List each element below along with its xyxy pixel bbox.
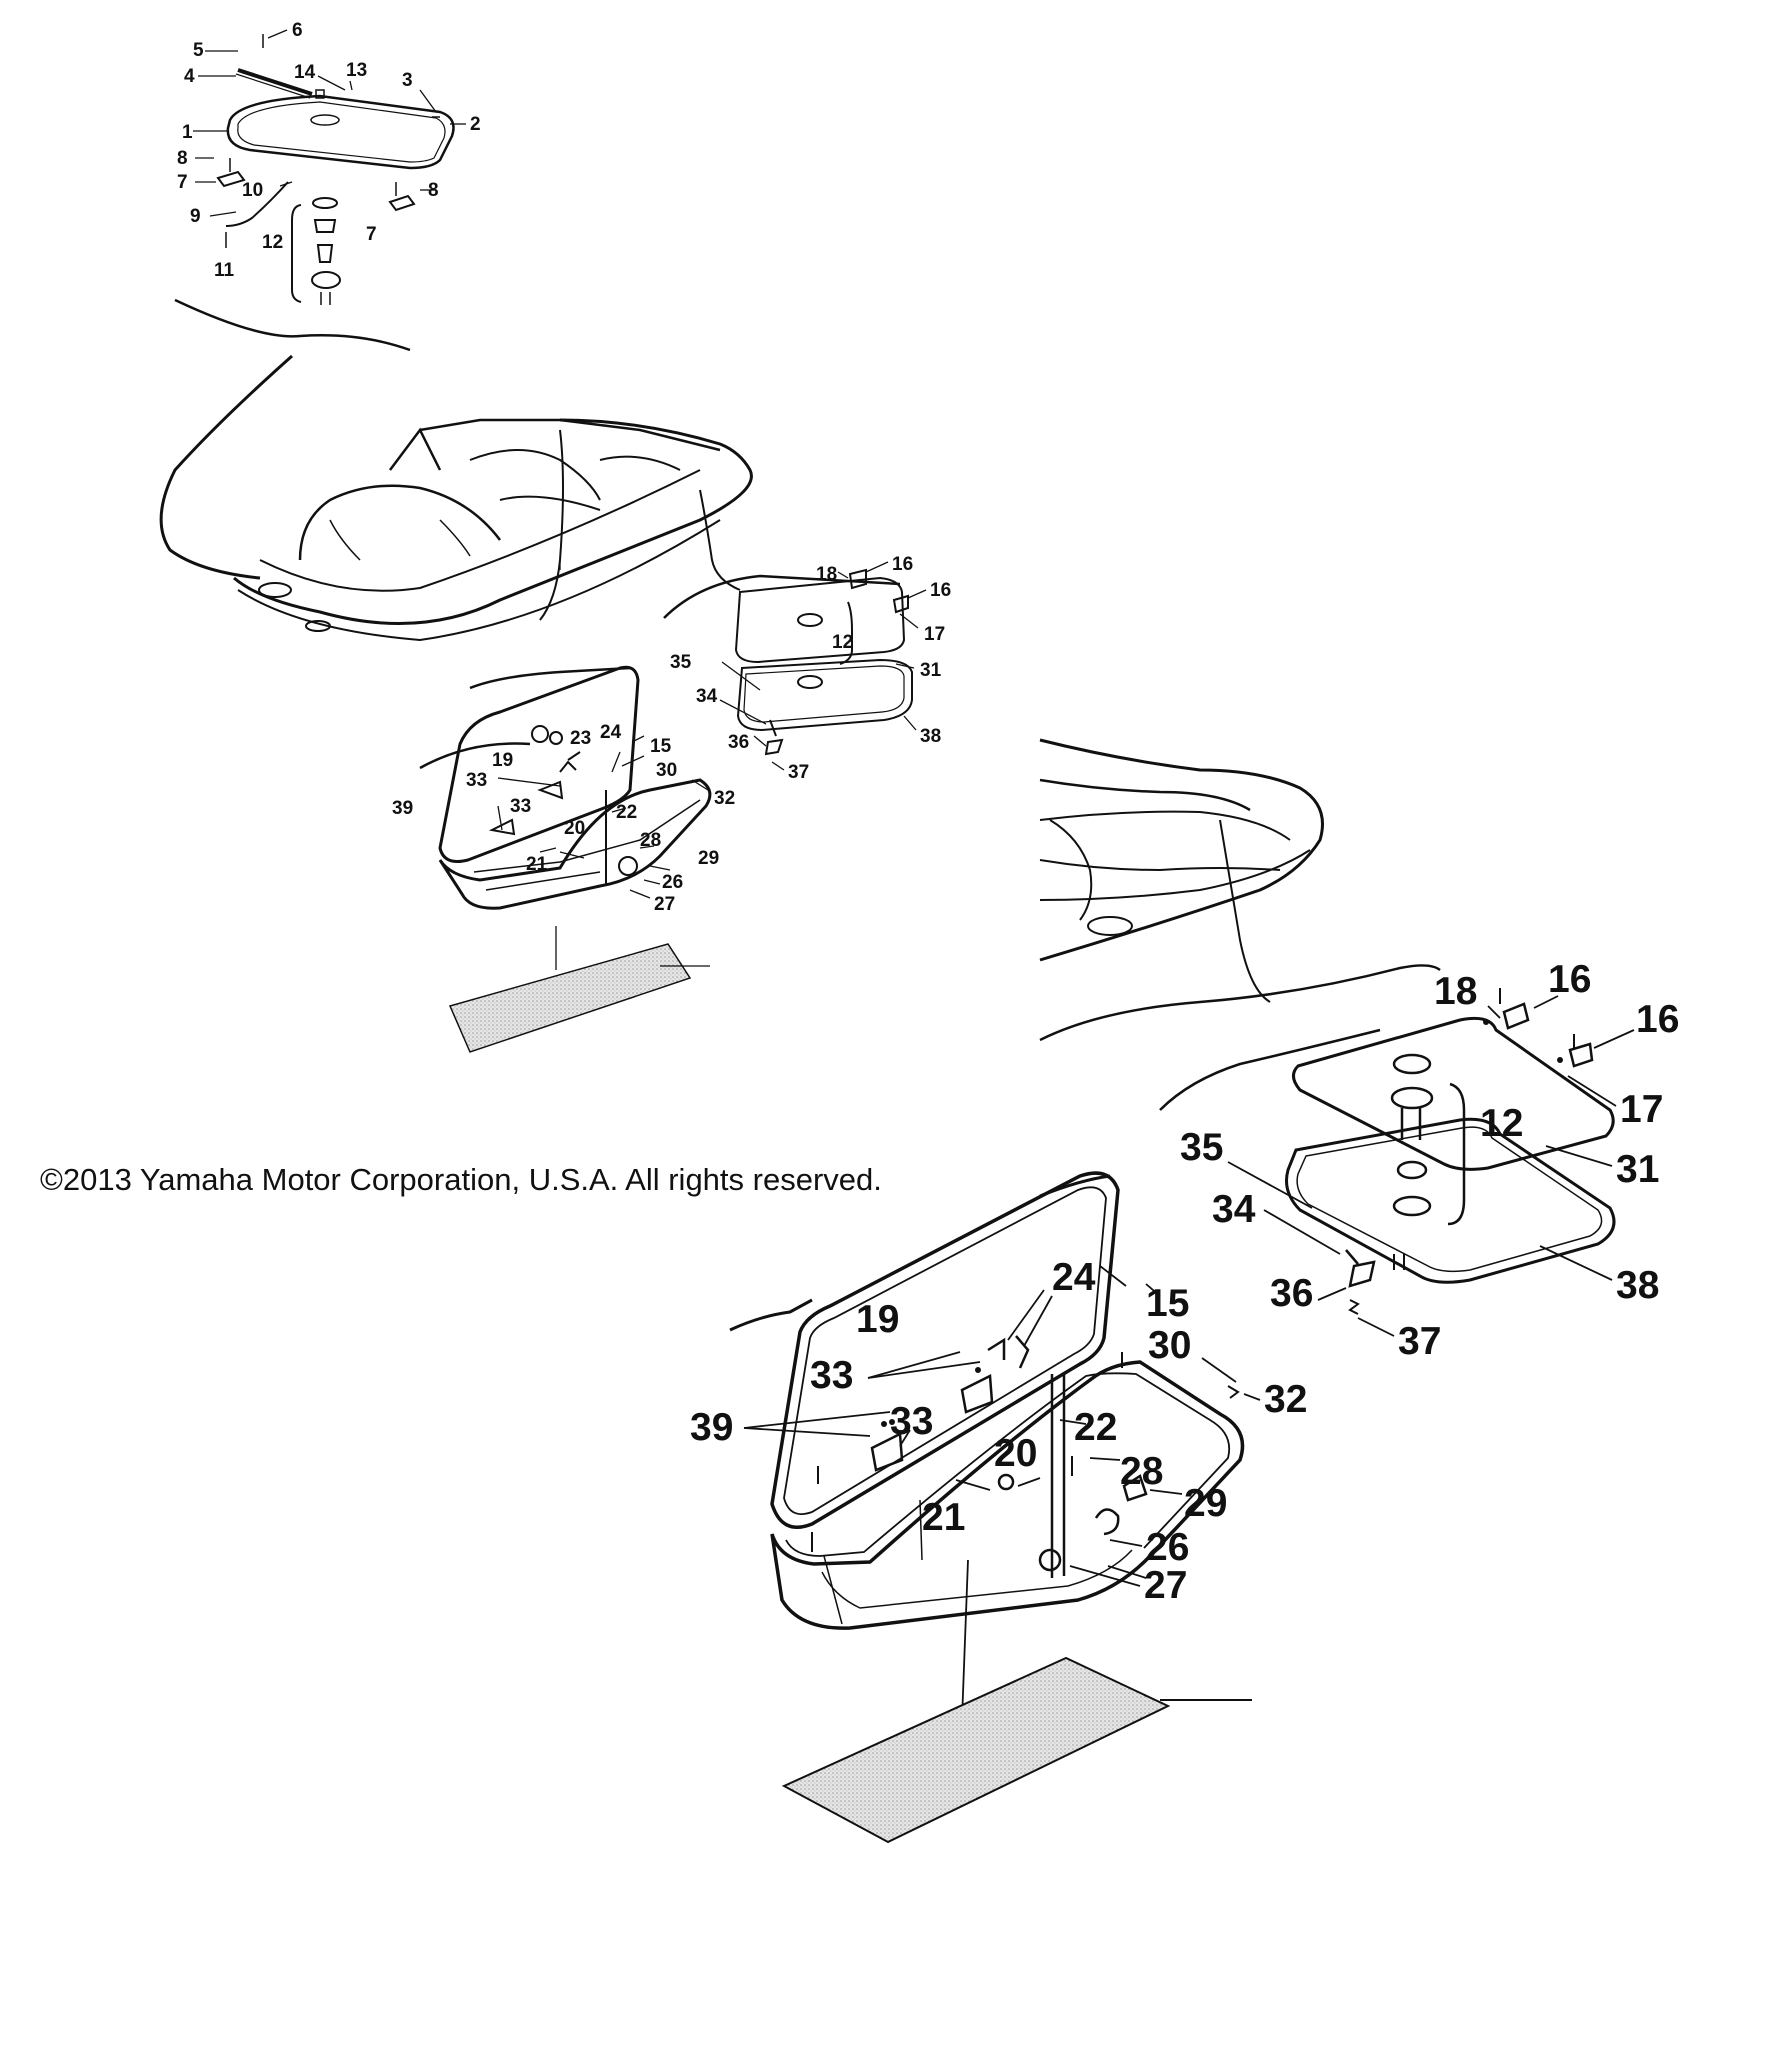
callout-32: 33 — [510, 796, 531, 817]
callout-8-left: 8 — [177, 148, 188, 169]
callout-34: 34 — [696, 686, 718, 707]
callout-33a: 33 — [466, 770, 487, 791]
upper-hatch-assembly — [174, 29, 466, 352]
callout-38: 38 — [920, 726, 941, 747]
callout-28-large: 29 — [1184, 1482, 1227, 1525]
callout-33b: 39 — [392, 798, 413, 819]
callout-25: 26 — [662, 872, 683, 893]
callout-27: 28 — [640, 830, 661, 851]
callout-31-large: 31 — [1616, 1148, 1659, 1191]
callout-29-large: 30 — [1148, 1324, 1191, 1367]
callout-3: 3 — [402, 70, 413, 91]
callout-35: 35 — [670, 652, 692, 673]
callout-2: 2 — [470, 114, 481, 135]
callout-33b-large: 39 — [690, 1406, 733, 1449]
rear-hatch-large — [1159, 988, 1635, 1337]
callout-20: 20 — [564, 818, 585, 839]
callout-16b: 16 — [930, 580, 951, 601]
callout-30: 32 — [714, 788, 735, 809]
callout-29: 30 — [656, 760, 677, 781]
callout-13: 13 — [346, 60, 367, 81]
callout-11: 11 — [214, 260, 235, 281]
callout-4: 4 — [184, 66, 195, 87]
callout-34-large: 34 — [1212, 1188, 1256, 1231]
callout-5: 5 — [193, 40, 204, 61]
callout-17: 17 — [924, 624, 945, 645]
rear-hatch-small — [663, 561, 927, 771]
callout-24-large: 24 — [1052, 1256, 1096, 1299]
boat-overview — [159, 354, 753, 642]
copyright-notice: ©2013 Yamaha Motor Corporation, U.S.A. A… — [40, 1162, 882, 1197]
callout-12-large: 12 — [1480, 1102, 1523, 1145]
callout-31: 31 — [920, 660, 942, 681]
callout-17-large: 17 — [1620, 1088, 1663, 1131]
callout-38-large: 38 — [1616, 1264, 1659, 1307]
callout-12-top: 12 — [262, 232, 283, 253]
callout-19-large: 19 — [856, 1298, 899, 1341]
callout-7-left: 7 — [177, 172, 188, 193]
callout-32-large: 33 — [890, 1400, 933, 1443]
boat-detail-large — [1039, 738, 1441, 1042]
callout-15-large: 15 — [1146, 1282, 1189, 1325]
callout-35-large: 35 — [1180, 1126, 1223, 1169]
callout-26: 27 — [654, 894, 675, 915]
callout-19: 19 — [492, 750, 513, 771]
callout-24: 24 — [600, 722, 622, 743]
callout-26-large: 27 — [1144, 1564, 1187, 1607]
callout-28: 29 — [698, 848, 719, 869]
storage-box-small — [419, 558, 712, 1053]
callout-labels: 1 2 3 4 5 6 7 8 9 10 11 12 13 14 7 8 16 … — [177, 20, 1679, 1607]
callout-9: 9 — [190, 206, 201, 227]
callout-30-large: 32 — [1264, 1378, 1307, 1421]
callout-16a: 16 — [892, 554, 913, 575]
callout-37-large: 37 — [1398, 1320, 1441, 1363]
callout-23: 23 — [570, 728, 591, 749]
callout-36: 36 — [728, 732, 749, 753]
callout-36-large: 36 — [1270, 1272, 1313, 1315]
callout-16a-large: 16 — [1548, 958, 1591, 1001]
callout-12-rear: 12 — [832, 632, 853, 653]
callout-25-large: 26 — [1146, 1526, 1189, 1569]
callout-14: 14 — [294, 62, 316, 83]
callout-7-right: 7 — [366, 224, 377, 245]
callout-16b-large: 16 — [1636, 998, 1679, 1041]
callout-6: 6 — [292, 20, 303, 41]
callout-18: 18 — [816, 564, 837, 585]
callout-10: 10 — [242, 180, 263, 201]
callout-37: 37 — [788, 762, 809, 783]
storage-box-large — [729, 1171, 1261, 1844]
callout-1: 1 — [182, 122, 193, 143]
callout-21-large: 21 — [922, 1496, 965, 1539]
callout-18-large: 18 — [1434, 970, 1477, 1013]
callout-8-right: 8 — [428, 180, 439, 201]
callout-22: 22 — [616, 802, 637, 823]
callout-22-large: 22 — [1074, 1406, 1117, 1449]
callout-27-large: 28 — [1120, 1450, 1163, 1493]
callout-20-large: 20 — [994, 1432, 1037, 1475]
callout-15: 15 — [650, 736, 672, 757]
callout-33a-large: 33 — [810, 1354, 853, 1397]
callout-21: 21 — [526, 854, 548, 875]
